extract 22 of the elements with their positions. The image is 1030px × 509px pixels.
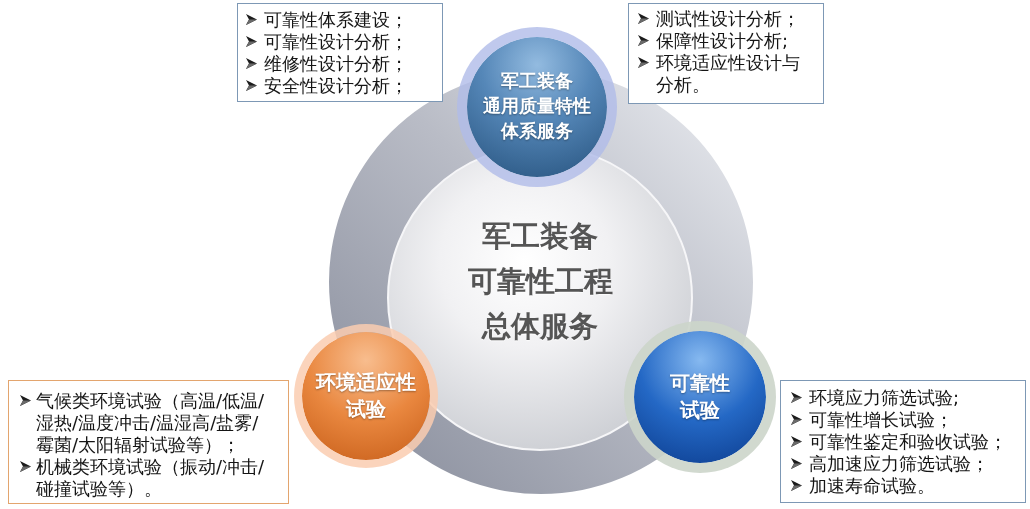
callout-panel [628,3,824,104]
callout-panel [237,3,443,102]
list-item-text: 安全性设计分析； [264,75,409,97]
list-item-text: 保障性设计分析; [656,30,790,52]
circle-title: 可靠性试验 [670,370,730,424]
circle-title: 环境适应性试验 [316,369,416,423]
callout-panel [780,380,1026,503]
list-item-text: 测试性设计分析； [656,8,801,30]
list-item-text: 可靠性鉴定和验收试验； [809,431,1008,453]
list-item-text: 可靠性设计分析； [264,31,409,53]
list-item-text: 环境应力筛选试验; [809,387,961,409]
list-item-text: 可靠性增长试验； [809,409,954,431]
callout-panel [8,380,289,504]
center-title: 军工装备可靠性工程总体服务 [467,217,613,345]
list-item-text: 可靠性体系建设； [264,9,409,31]
list-item-text: 气候类环境试验（高温/低温/湿热/温度冲击/温湿高/盐雾/霉菌/太阳辐射试验等）； [36,390,266,456]
list-item-text: 高加速应力筛选试验； [809,453,990,475]
list-item-text: 机械类环境试验（振动/冲击/碰撞试验等）。 [36,456,266,500]
list-item-text: 维修性设计分析； [264,53,409,75]
list-item-text: 环境适应性设计与分析。 [656,52,801,96]
circle-title: 军工装备通用质量特性体系服务 [483,68,591,143]
list-item-text: 加速寿命试验。 [809,475,936,497]
